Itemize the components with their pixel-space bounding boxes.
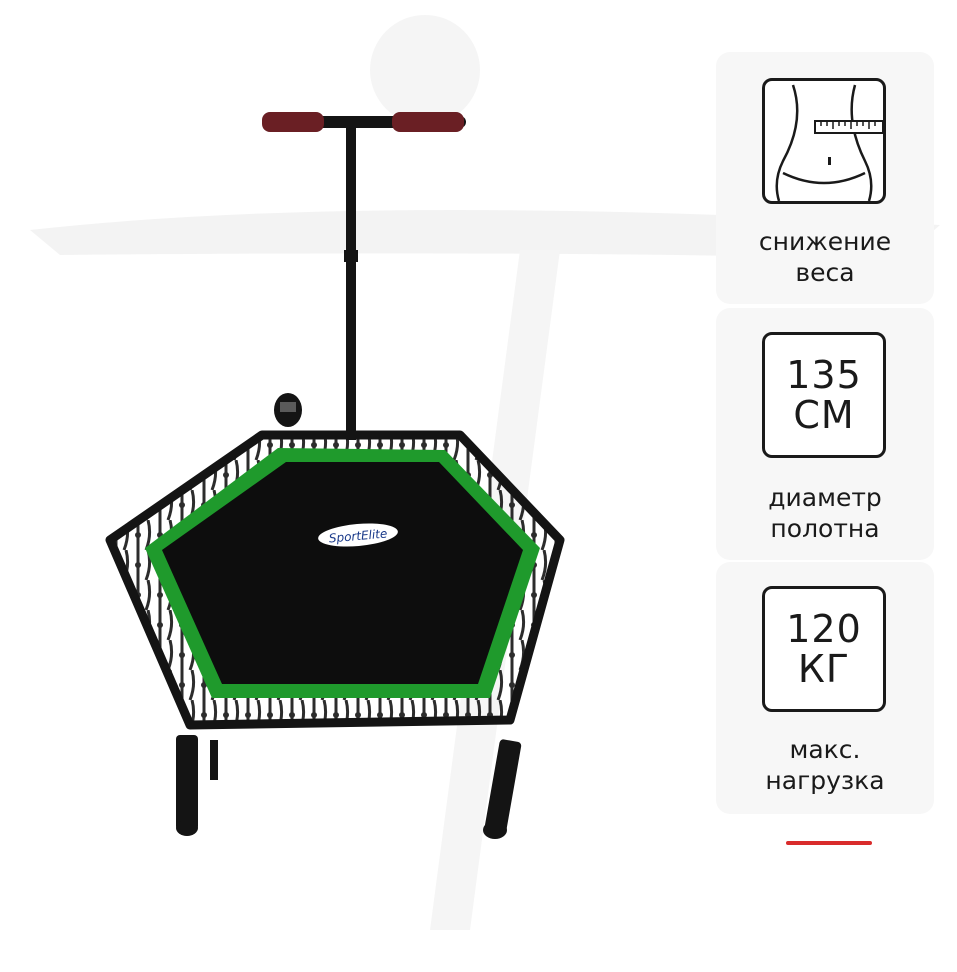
feature-icon-box <box>762 78 886 204</box>
trampoline-image: SportElite <box>105 112 565 839</box>
feature-caption: диаметр полотна <box>768 483 882 543</box>
feature-max-load: 120 КГ макс. нагрузка <box>716 562 934 814</box>
feature-weight-loss: снижение веса <box>716 52 934 304</box>
waist-measuring-tape-icon <box>775 84 883 201</box>
accent-divider <box>786 841 872 845</box>
feature-unit: СМ <box>793 393 855 437</box>
feature-caption: макс. нагрузка <box>765 735 885 795</box>
feature-value: 135 <box>786 353 862 397</box>
feature-caption: снижение веса <box>758 227 892 287</box>
feature-value-box: 135 СМ <box>762 332 886 458</box>
feature-value: 120 <box>786 607 862 651</box>
brand-logo: SportElite <box>328 526 388 545</box>
feature-mat-diameter: 135 СМ диаметр полотна <box>716 308 934 560</box>
feature-value-box: 120 КГ <box>762 586 886 712</box>
feature-unit: КГ <box>797 647 851 691</box>
